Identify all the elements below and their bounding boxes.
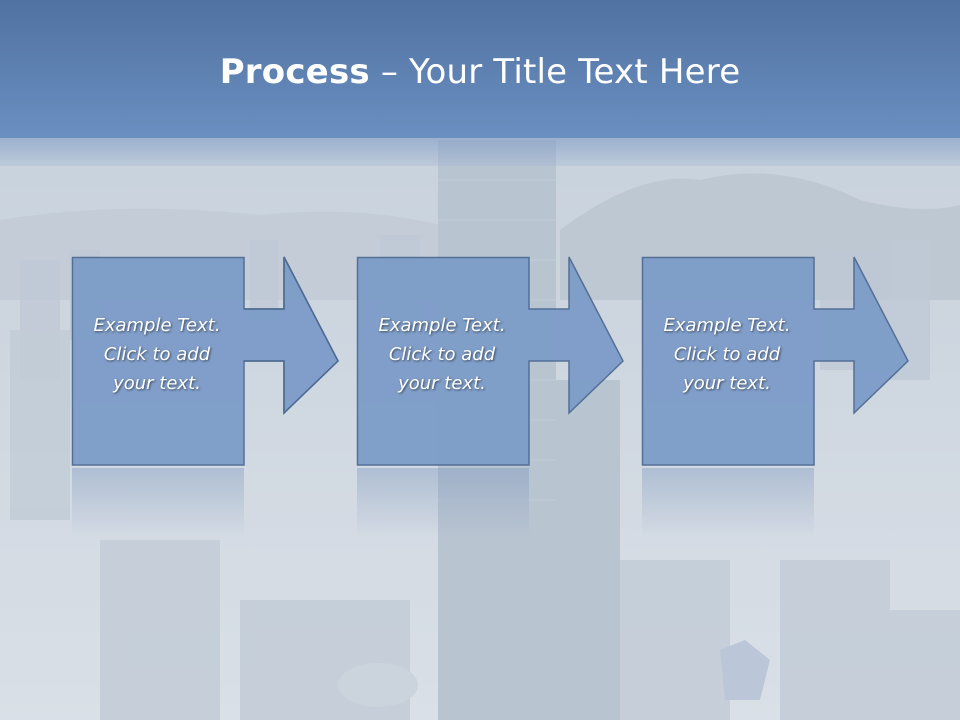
slide-title-rest: – Your Title Text Here [369, 52, 741, 92]
step-2-reflection [357, 468, 529, 538]
title-bar-fade [0, 138, 960, 166]
arrow-box-shape [641, 256, 909, 466]
slide-title[interactable]: Process – Your Title Text Here [0, 52, 960, 92]
process-step-1[interactable]: Example Text. Click to add your text. [71, 256, 344, 467]
slide-title-bold: Process [219, 52, 370, 92]
process-step-2[interactable]: Example Text. Click to add your text. [356, 256, 629, 467]
title-bar [0, 0, 960, 138]
arrow-box-shape [356, 256, 624, 466]
step-3-reflection [642, 468, 814, 538]
step-1-reflection [72, 468, 244, 538]
process-step-3[interactable]: Example Text. Click to add your text. [641, 256, 914, 467]
arrow-box-shape [71, 256, 339, 466]
step-text[interactable]: Example Text. Click to add your text. [663, 315, 791, 394]
step-text[interactable]: Example Text. Click to add your text. [378, 315, 506, 394]
step-text[interactable]: Example Text. Click to add your text. [93, 315, 221, 394]
